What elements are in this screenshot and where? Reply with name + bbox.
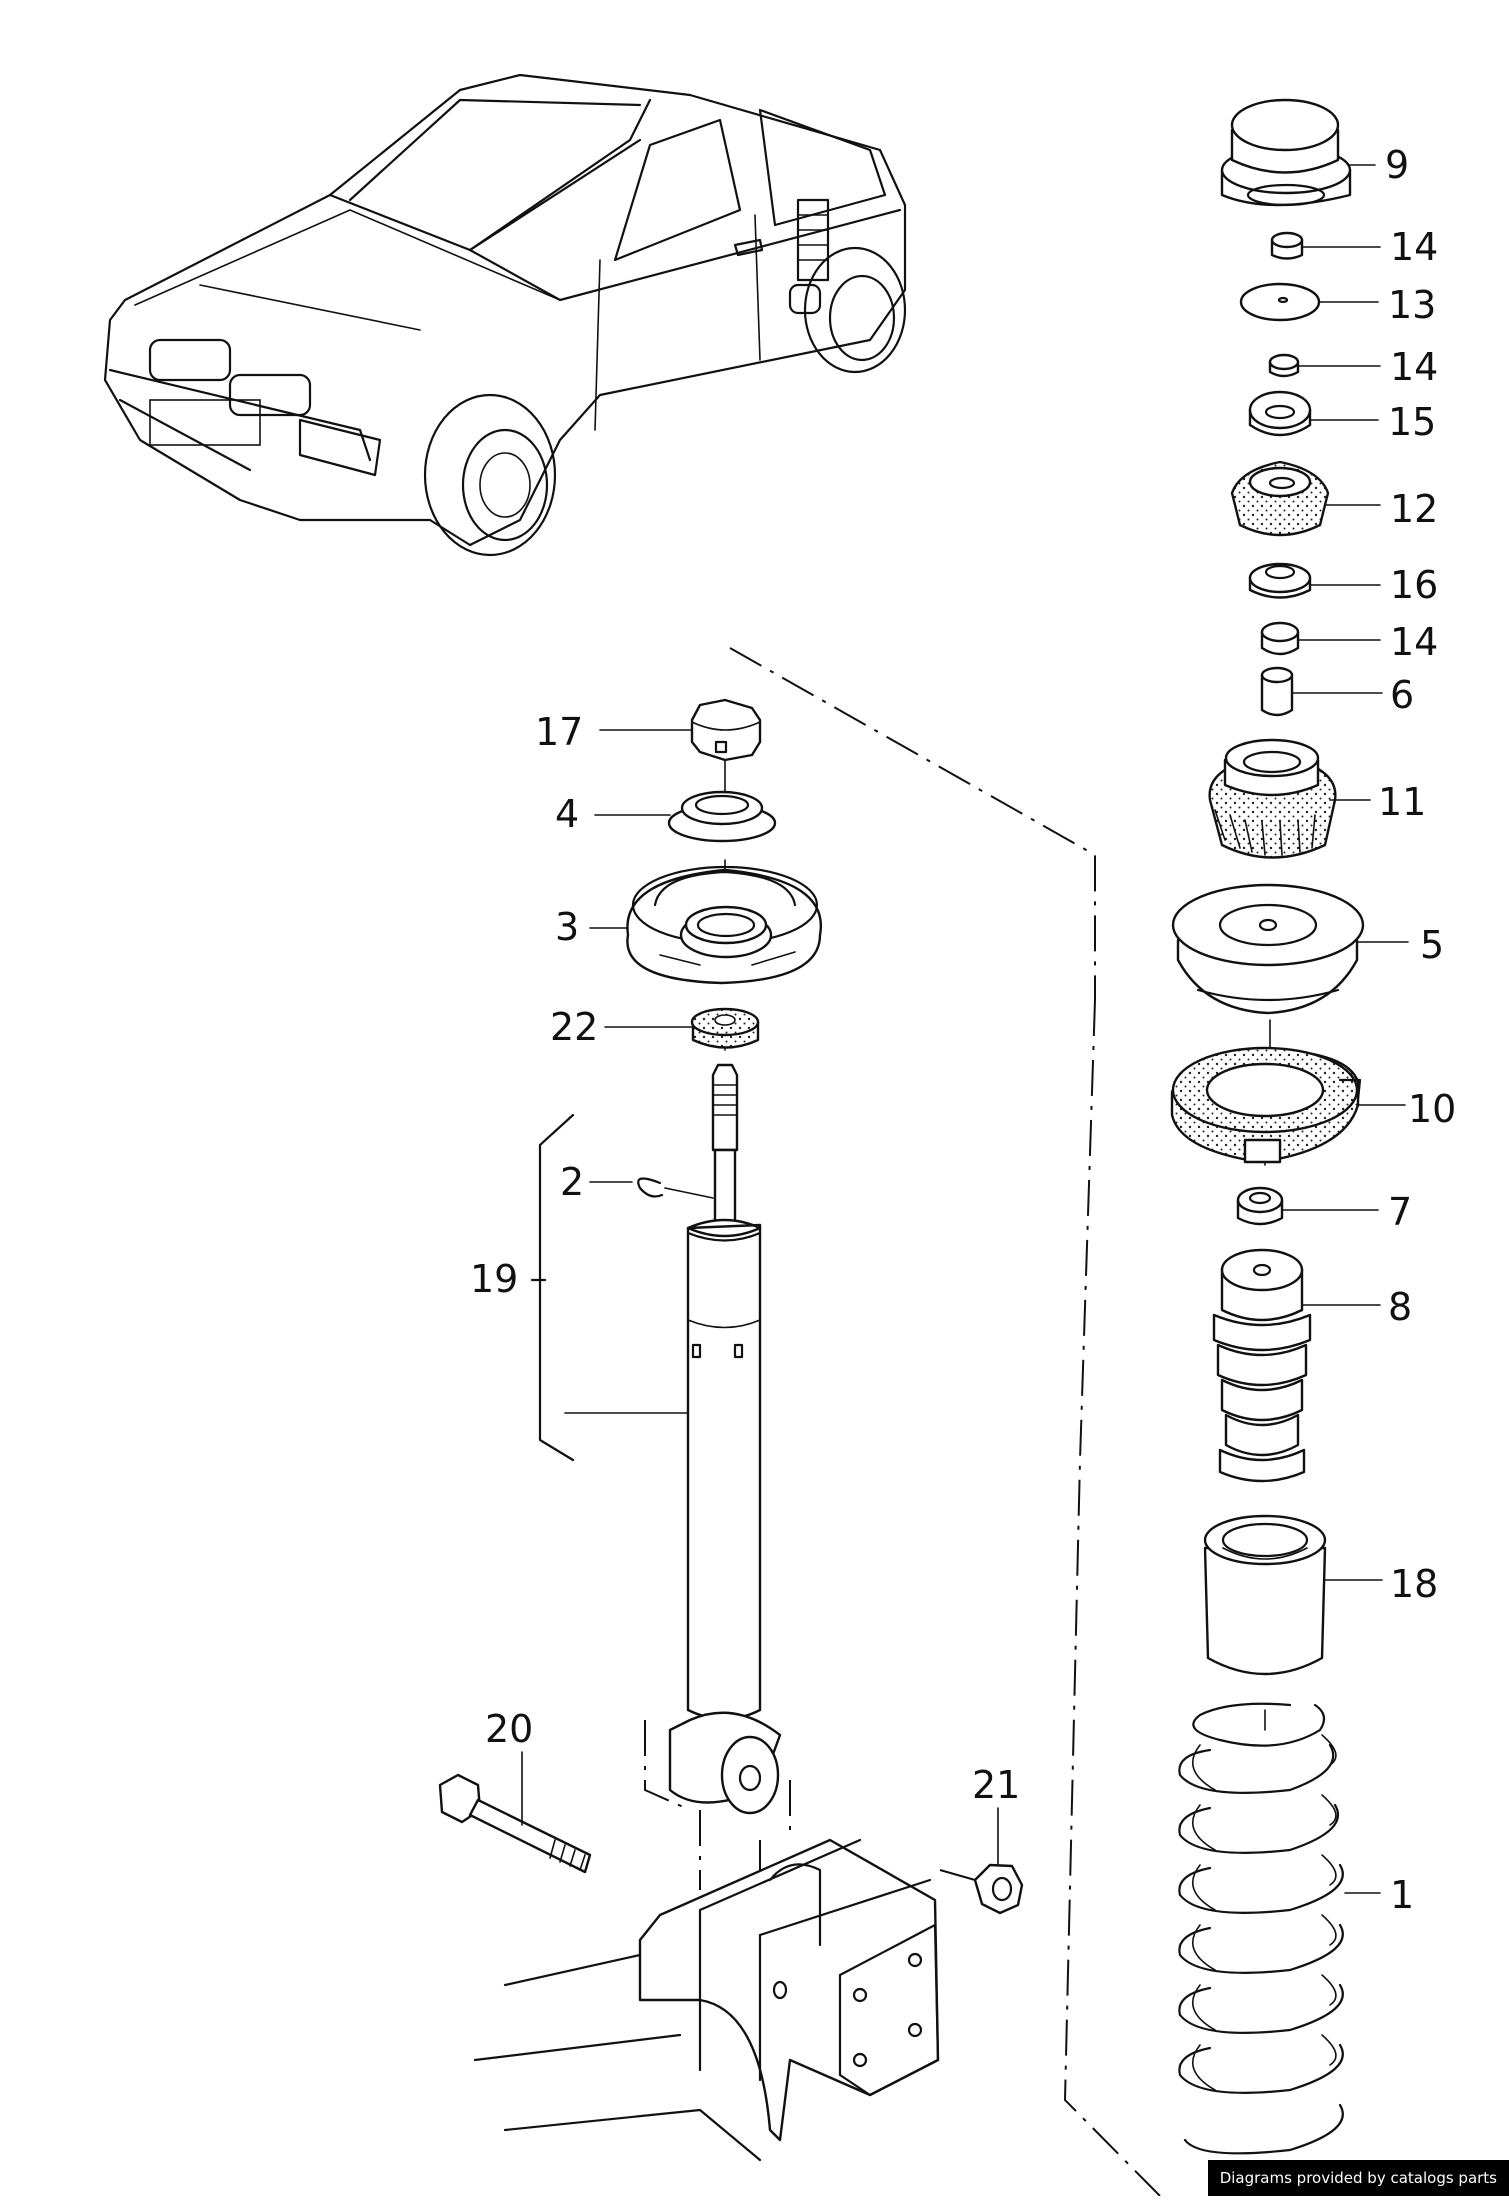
part-22-foam-ring: [690, 1007, 760, 1049]
callout-21: 21: [972, 1763, 1020, 1807]
part-20-bolt: [438, 1773, 592, 1874]
callout-13: 13: [1388, 283, 1436, 327]
part-4-washer: [667, 790, 777, 843]
callout-14b: 14: [1390, 345, 1438, 389]
callout-12: 12: [1390, 487, 1438, 531]
leader-lines: [521, 164, 1409, 1894]
part-17-slotted-nut: [690, 698, 762, 762]
callout-1: 1: [1390, 1873, 1414, 1917]
part-19-shock-absorber: [644, 1063, 791, 1900]
callout-15: 15: [1388, 400, 1436, 444]
part-2-circlip: [637, 1177, 664, 1198]
part-8-bump-stop: [1212, 1248, 1312, 1483]
part-12-rubber-mount: [1230, 460, 1330, 537]
part-21-nut: [939, 1863, 1024, 1915]
part-11-top-mount: [1208, 738, 1337, 859]
callout-19: 19: [470, 1257, 518, 1301]
callout-9: 9: [1385, 143, 1409, 187]
part-16-bushing: [1248, 562, 1312, 599]
callout-14a: 14: [1390, 225, 1438, 269]
car-illustration: [103, 73, 907, 557]
callout-3: 3: [555, 905, 579, 949]
part-9-cap: [1220, 98, 1352, 207]
boundary-line: [729, 647, 1096, 1000]
callout-7: 7: [1388, 1190, 1412, 1234]
part-14-nut-c: [1260, 621, 1300, 656]
part-10-spring-pad: [1170, 1046, 1362, 1164]
part-15-bushing: [1248, 390, 1312, 437]
part-1-coil-spring: [1178, 1702, 1344, 2155]
part-3-spring-plate: [626, 865, 823, 985]
callout-22: 22: [550, 1005, 598, 1049]
part-18-dust-boot: [1203, 1514, 1327, 1676]
callout-16: 16: [1390, 563, 1438, 607]
callout-11: 11: [1378, 780, 1426, 824]
watermark-text: Diagrams provided by catalogs parts: [1219, 2169, 1497, 2187]
part-14-nut-a: [1270, 231, 1304, 260]
callout-14c: 14: [1390, 620, 1438, 664]
callout-6: 6: [1390, 673, 1414, 717]
callout-20: 20: [485, 1707, 533, 1751]
car-spring-icon: [788, 198, 830, 315]
part-5-spring-seat: [1171, 883, 1365, 1015]
part-13-washer: [1239, 282, 1321, 322]
part-7-bushing: [1236, 1186, 1284, 1226]
callout-17: 17: [535, 710, 583, 754]
callout-5: 5: [1420, 923, 1444, 967]
bracket-19: [538, 1113, 575, 1462]
callout-10: 10: [1408, 1087, 1456, 1131]
callout-2: 2: [560, 1160, 584, 1204]
part-6-sleeve: [1260, 666, 1294, 717]
callout-labels: 9 14 13 14 15 12 16 14 6 11 5 10 7 8 18 …: [470, 143, 1456, 1917]
rear-axle-beam: [473, 1838, 940, 2162]
watermark-badge: Diagrams provided by catalogs parts: [1207, 2160, 1509, 2196]
part-14-nut-b: [1268, 353, 1300, 378]
callout-4: 4: [555, 792, 579, 836]
callout-18: 18: [1390, 1562, 1438, 1606]
boundary-line-lower: [1063, 999, 1161, 2197]
callout-8: 8: [1388, 1285, 1412, 1329]
